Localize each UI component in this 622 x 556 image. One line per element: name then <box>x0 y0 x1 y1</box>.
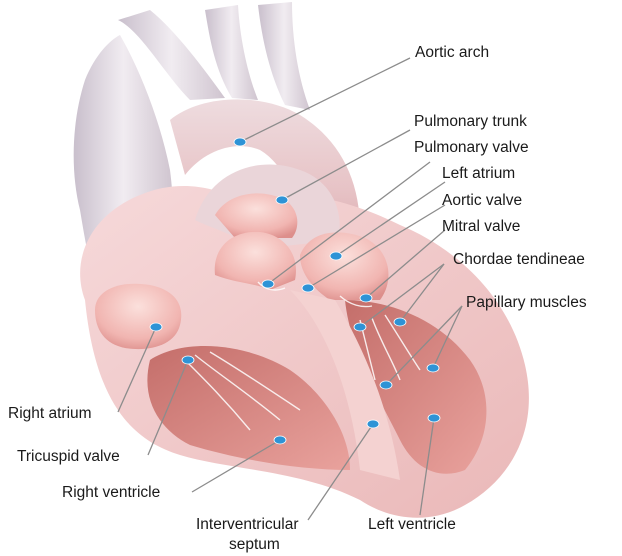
marker-papillary-2 <box>427 364 439 372</box>
marker-aortic-arch <box>234 138 246 146</box>
subclavian-artery-shape <box>258 2 310 110</box>
marker-left-atrium <box>330 252 342 260</box>
label-interventricular-line1: Interventricular <box>196 516 299 533</box>
marker-pulmonary-trunk <box>276 196 288 204</box>
label-tricuspid-valve: Tricuspid valve <box>17 448 120 465</box>
marker-left-ventricle <box>428 414 440 422</box>
label-right-ventricle: Right ventricle <box>62 484 160 501</box>
marker-right-atrium <box>150 323 162 331</box>
label-chordae-tendineae: Chordae tendineae <box>453 251 585 268</box>
label-right-atrium: Right atrium <box>8 405 92 422</box>
marker-interventricular-septum <box>367 420 379 428</box>
marker-pulmonary-valve <box>262 280 274 288</box>
label-papillary-muscles: Papillary muscles <box>466 294 587 311</box>
label-mitral-valve: Mitral valve <box>442 218 520 235</box>
label-left-ventricle: Left ventricle <box>368 516 456 533</box>
leader-aortic-arch <box>240 58 410 142</box>
marker-mitral-valve <box>360 294 372 302</box>
right-atrium-chamber <box>95 284 181 349</box>
label-left-atrium: Left atrium <box>442 165 515 182</box>
label-pulmonary-valve: Pulmonary valve <box>414 139 529 156</box>
label-interventricular-line2: septum <box>229 536 280 553</box>
label-pulmonary-trunk: Pulmonary trunk <box>414 113 527 130</box>
marker-tricuspid-valve <box>182 356 194 364</box>
marker-papillary-1 <box>380 381 392 389</box>
label-aortic-valve: Aortic valve <box>442 192 522 209</box>
marker-aortic-valve <box>302 284 314 292</box>
marker-chordae-2 <box>394 318 406 326</box>
label-aortic-arch: Aortic arch <box>415 44 489 61</box>
marker-right-ventricle <box>274 436 286 444</box>
marker-chordae-1 <box>354 323 366 331</box>
